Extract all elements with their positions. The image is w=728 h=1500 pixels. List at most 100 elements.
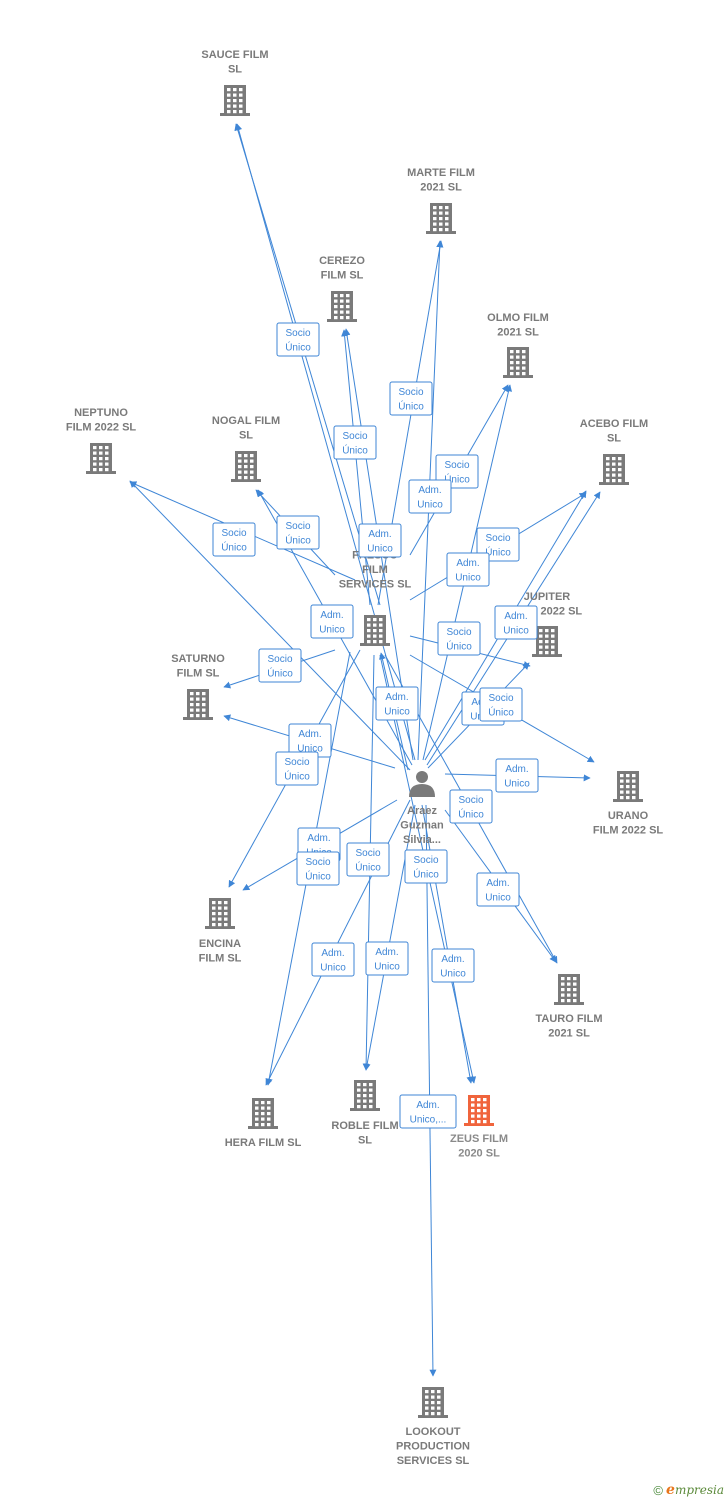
building-icon[interactable] (183, 689, 213, 720)
edge-label-text: Unico (374, 962, 400, 973)
node-label: JUPITER (524, 591, 571, 603)
node-label: LOOKOUT (406, 1426, 461, 1438)
edge-label[interactable]: Adm.Unico (310, 604, 354, 639)
empresia-logo[interactable]: empresia (666, 1482, 724, 1498)
edge-label-text: Socio (458, 795, 483, 806)
edge-label-text: Adm. (456, 558, 479, 569)
edge-label-box (346, 842, 390, 877)
node-label: SL (607, 433, 621, 445)
node-label: PRODUCTION (396, 1441, 470, 1453)
edge-label-box (404, 849, 448, 884)
building-icon[interactable] (248, 1098, 278, 1129)
footer-brand: © empresia (653, 1482, 724, 1498)
building-icon[interactable] (503, 347, 533, 378)
edge-label[interactable]: Adm.Unico,... (399, 1094, 457, 1129)
edge-label-box (275, 751, 319, 786)
node-label: NOGAL FILM (212, 415, 280, 427)
building-icon[interactable] (532, 626, 562, 657)
building-icon[interactable] (360, 615, 390, 646)
edge-label[interactable]: Adm.Unico (365, 941, 409, 976)
building-icon[interactable] (231, 451, 261, 482)
building-icon[interactable] (327, 291, 357, 322)
building-icon[interactable] (464, 1095, 494, 1126)
person-icon[interactable] (409, 771, 435, 797)
edge-label-text: Unico (417, 500, 443, 511)
edge-label[interactable]: Adm.Unico (495, 758, 539, 793)
building-icon[interactable] (599, 454, 629, 485)
edge-label-box (389, 381, 433, 416)
edge-label[interactable]: Adm.Unico (375, 686, 419, 721)
building-icon[interactable] (426, 203, 456, 234)
node-label: ZEUS FILM (450, 1133, 508, 1145)
edge-label-text: Adm. (385, 692, 408, 703)
edge-label-text: Único (355, 861, 381, 874)
edge-label[interactable]: Adm.Unico (408, 479, 452, 514)
edge-label-text: Adm. (441, 954, 464, 965)
building-icon[interactable] (554, 974, 584, 1005)
building-icon[interactable] (418, 1387, 448, 1418)
edge-label-text: Socio (355, 848, 380, 859)
node-label: HERA FILM SL (225, 1137, 302, 1149)
node-hera[interactable]: HERA FILM SL (225, 1098, 302, 1149)
edge-label-text: Socio (284, 757, 309, 768)
node-label: 2021 SL (420, 182, 462, 194)
edge-label[interactable]: Adm.Unico (446, 552, 490, 587)
edge-label[interactable]: Adm.Unico (494, 605, 538, 640)
edge-label[interactable]: Adm.Unico (476, 872, 520, 907)
edge-line (363, 804, 416, 1071)
edge-line (234, 123, 381, 606)
edge-label-text: Socio (221, 528, 246, 539)
edge-label-box (476, 872, 520, 907)
edge-label-text: Socio (488, 693, 513, 704)
edge-label-box (431, 948, 475, 983)
edge-label-text: Adm. (298, 729, 321, 740)
building-icon[interactable] (86, 443, 116, 474)
edge-label-text: Adm. (486, 878, 509, 889)
edge-label[interactable]: Adm.Unico (431, 948, 475, 983)
building-icon[interactable] (350, 1080, 380, 1111)
node-person[interactable]: AraezGuzmanSilvia... (400, 771, 444, 846)
edge-label-text: Adm. (307, 833, 330, 844)
edge-label[interactable]: Adm.Unico (358, 523, 402, 558)
building-icon[interactable] (613, 771, 643, 802)
edge-label[interactable]: Adm.Unico (311, 942, 355, 977)
edge-label-text: Socio (446, 627, 471, 638)
edge-label[interactable]: Adm.Unico (288, 723, 332, 758)
edge-label-box (333, 425, 377, 460)
edge-label-text: Socio (413, 855, 438, 866)
node-label: FILM SL (199, 953, 242, 965)
building-icon[interactable] (205, 898, 235, 929)
building-icon[interactable] (220, 85, 250, 116)
edge-label-box (276, 515, 320, 550)
edge-label-box (358, 523, 402, 558)
